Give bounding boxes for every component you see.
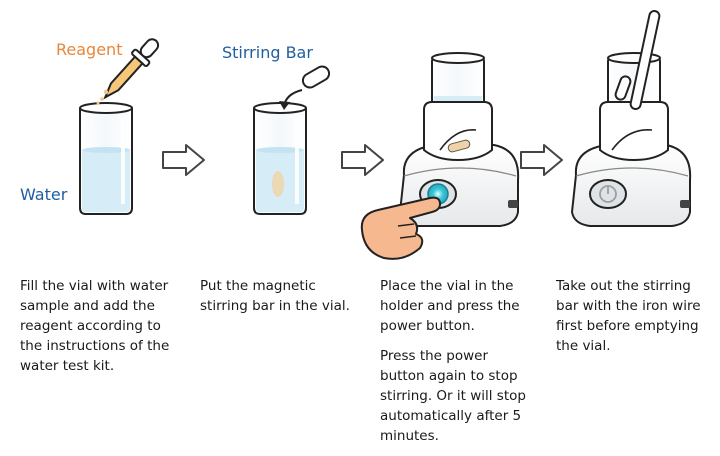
water-label: Water (20, 185, 68, 204)
step-1-paragraph: Fill the vial with water sample and add … (20, 278, 170, 374)
step-2-paragraph: Put the magnetic stirring bar in the via… (200, 278, 350, 314)
stirrer-device-icon (570, 52, 692, 227)
step-2-text: Put the magnetic stirring bar in the via… (200, 276, 360, 326)
step1-vial-icon (79, 102, 133, 215)
step-4-text: Take out the stirring bar with the iron … (556, 276, 711, 366)
arrow-right-icon (341, 144, 384, 176)
arrow-right-icon (162, 144, 205, 176)
step-1-text: Fill the vial with water sample and add … (20, 276, 185, 386)
step-3-paragraph-1: Place the vial in the holder and press t… (380, 278, 520, 334)
stirring-bar-icon (614, 75, 632, 101)
step-3-text: Place the vial in the holder and press t… (380, 276, 530, 456)
dropper-icon (96, 38, 160, 105)
step-3-paragraph-2: Press the power button again to stop sti… (380, 348, 526, 444)
hand-pointer-icon (360, 196, 441, 260)
stirring-bar-icon (301, 65, 331, 89)
iron-wire-icon (629, 9, 661, 111)
stirring-bar-label: Stirring Bar (222, 43, 313, 62)
power-button-icon[interactable] (589, 179, 627, 209)
reagent-label: Reagent (56, 40, 123, 59)
step-4-paragraph: Take out the stirring bar with the iron … (556, 278, 701, 354)
step2-vial-icon (253, 102, 307, 215)
arrow-right-icon (520, 144, 563, 176)
stirrer-device-icon (398, 52, 520, 227)
